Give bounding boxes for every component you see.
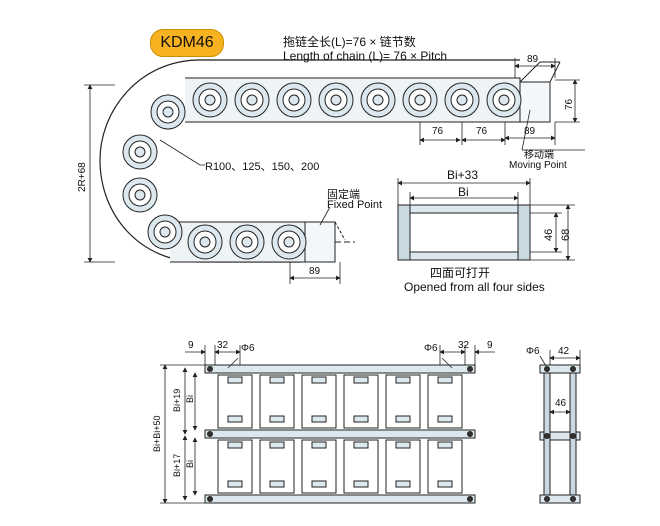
- plan-lower-width: Bi+17: [172, 453, 182, 477]
- dim-pitch-b: 76: [476, 126, 488, 137]
- plan-cell-tab: [353, 441, 369, 449]
- dim-end-length: 89: [527, 54, 539, 65]
- plan-mid-rail: [204, 429, 476, 439]
- plan-cell-tab: [269, 480, 285, 488]
- plan-cell-tab: [269, 376, 285, 384]
- opening-en: Opened from all four sides: [404, 280, 545, 294]
- plan-hole: [467, 496, 473, 502]
- dim-pitch-a: 76: [432, 126, 444, 137]
- cross-section: [397, 178, 575, 261]
- model-badge: KDM46: [150, 29, 224, 57]
- dim-fixed-end: 89: [309, 266, 321, 277]
- chain-link-roller: [271, 224, 307, 260]
- plan-upper-inner: Bi: [185, 394, 195, 403]
- plan-upper-rail: [204, 364, 476, 374]
- plan-right-phi: Φ6: [424, 343, 438, 354]
- plan-cell-tab: [227, 441, 243, 449]
- plan-cell-tab: [395, 441, 411, 449]
- chain-link-roller: [318, 82, 354, 118]
- height-label: 2R+68: [77, 162, 88, 192]
- section-h-inner: 46: [543, 228, 555, 241]
- plan-left-phi: Φ6: [241, 343, 255, 354]
- section-inner: [409, 212, 519, 253]
- side-top: 42: [558, 346, 570, 357]
- plan-upper-width: Bi+19: [172, 388, 182, 412]
- top-dimensions: [84, 58, 585, 284]
- plan-cell-tab: [269, 415, 285, 423]
- chain-link-roller: [360, 82, 396, 118]
- chain-links: [122, 82, 522, 260]
- fixed-point-en: Fixed Point: [327, 199, 383, 211]
- chain-length-cn: 拖链全长(L)=76 × 链节数: [283, 35, 416, 49]
- dim-end-length-b: 89: [524, 126, 536, 137]
- moving-end-bracket: [519, 81, 551, 123]
- plan-hole: [467, 431, 473, 437]
- plan-cell-tab: [311, 415, 327, 423]
- plan-cell-tab: [227, 376, 243, 384]
- dim-height: 76: [564, 98, 575, 110]
- chain-link-roller: [276, 82, 312, 118]
- chain-link-roller: [150, 94, 186, 130]
- plan-view: [160, 345, 495, 504]
- chain-link-roller: [187, 224, 223, 260]
- fixed-end-bracket: [304, 221, 336, 263]
- plan-right-b: 32: [458, 340, 470, 351]
- plan-cell-tab: [437, 480, 453, 488]
- section-left-wall: [397, 204, 411, 261]
- section-h-outer: 68: [560, 228, 572, 241]
- plan-left-a: 9: [188, 340, 194, 351]
- chain-link-roller: [229, 224, 265, 260]
- chain-length-en: Length of chain (L)= 76 × Pitch: [283, 49, 448, 63]
- plan-cell-tab: [353, 480, 369, 488]
- plan-lower-inner: Bi: [185, 459, 195, 468]
- chain-link-roller: [192, 82, 228, 118]
- plan-hole: [467, 366, 473, 372]
- fixed-point-cn: 固定端: [327, 189, 360, 201]
- plan-cell-tab: [395, 415, 411, 423]
- plan-cell-tab: [437, 441, 453, 449]
- side-mid: 46: [555, 398, 567, 409]
- plan-cell-tab: [437, 376, 453, 384]
- chain-link-roller: [486, 82, 522, 118]
- radius-options: R100、125、150、200: [205, 161, 320, 173]
- plan-cell-tab: [353, 415, 369, 423]
- plan-cell-tab: [311, 480, 327, 488]
- chain-link-roller: [122, 177, 158, 213]
- section-inner-label: Bi: [458, 185, 469, 199]
- chain-link-roller: [402, 82, 438, 118]
- moving-point-en: Moving Point: [509, 160, 567, 171]
- plan-cell-tab: [227, 415, 243, 423]
- side-phi: Φ6: [526, 346, 540, 357]
- plan-lower-rail: [204, 494, 476, 504]
- plan-hole: [207, 431, 213, 437]
- section-outer-label: Bi+33: [447, 168, 479, 182]
- bend-outline: [99, 59, 520, 263]
- plan-total-width: Bi+Bi+50: [152, 415, 162, 452]
- plan-cell-tab: [269, 441, 285, 449]
- plan-cell-tab: [311, 376, 327, 384]
- opening-cn: 四面可打开: [430, 266, 491, 280]
- end-side-view: [539, 350, 581, 504]
- plan-cell-tab: [395, 376, 411, 384]
- chain-link-roller: [234, 82, 270, 118]
- moving-point-cn: 移动端: [524, 150, 554, 161]
- plan-left-b: 32: [217, 340, 229, 351]
- plan-cell-tab: [395, 480, 411, 488]
- plan-cell-tab: [437, 415, 453, 423]
- plan-cell-tab: [353, 376, 369, 384]
- plan-hole: [207, 496, 213, 502]
- plan-right-a: 9: [487, 340, 493, 351]
- chain-link-roller: [147, 214, 183, 250]
- chain-link-roller: [444, 82, 480, 118]
- section-right-wall: [517, 204, 531, 261]
- plan-cell-tab: [311, 441, 327, 449]
- chain-link-roller: [122, 134, 158, 170]
- plan-cell-tab: [227, 480, 243, 488]
- plan-hole: [207, 366, 213, 372]
